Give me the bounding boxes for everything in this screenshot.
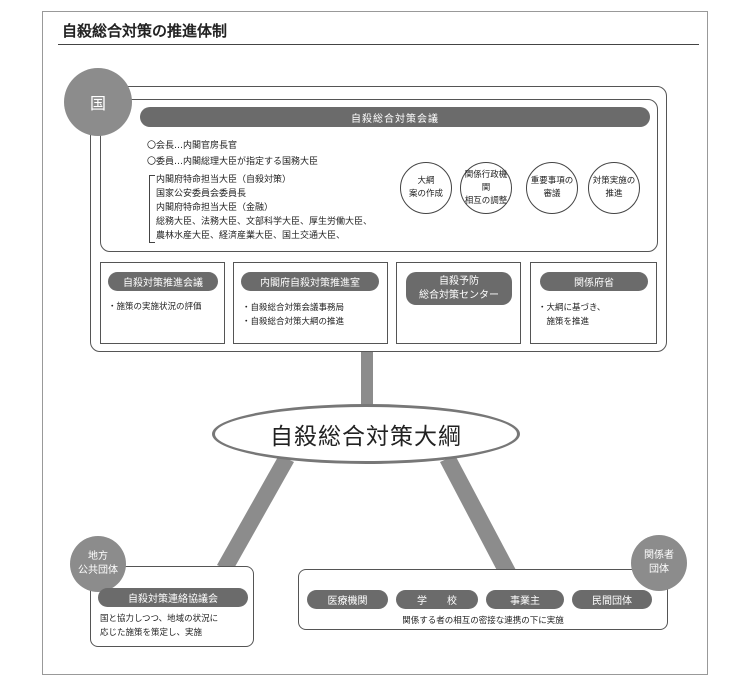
org-title: 自殺予防 総合対策センター	[406, 272, 512, 305]
members-bracket	[149, 175, 155, 243]
related-group: 事業主	[486, 590, 564, 609]
org-title: 自殺対策推進会議	[108, 272, 218, 291]
local-label-line: 地方	[88, 551, 108, 562]
council-member: 内閣府特命担当大臣（自殺対策）	[156, 175, 292, 185]
function-line: 審議	[543, 189, 561, 199]
org-title: 内閣府自殺対策推進室	[241, 272, 379, 291]
function-line: 相互の調整	[464, 195, 508, 206]
org-detail: ・施策の実施状況の評価	[108, 302, 202, 312]
national-label: 国	[64, 68, 132, 136]
function-line: 対策実施の	[592, 176, 636, 186]
local-detail-line: 応じた施策を策定し、実施	[100, 628, 203, 638]
connector-outline-related	[440, 455, 517, 580]
function-line: 重要事項の	[530, 176, 574, 186]
related-group: 民間団体	[572, 590, 652, 609]
council-members-intro: 〇委員…内閣総理大臣が指定する国務大臣	[147, 157, 319, 167]
function-line: 案の作成	[408, 189, 443, 199]
related-group: 医療機関	[307, 590, 388, 609]
council-member: 国家公安委員会委員長	[156, 189, 247, 199]
org-title: 関係府省	[540, 272, 648, 291]
council-title: 自殺総合対策会議	[140, 107, 650, 127]
diagram-title: 自殺総合対策の推進体制	[62, 22, 228, 40]
title-underline	[58, 44, 699, 45]
council-member: 内閣府特命担当大臣（金融）	[156, 203, 274, 213]
org-detail: ・自殺総合対策会議事務局	[242, 303, 345, 313]
related-label: 関係者 団体	[631, 535, 687, 591]
org-detail: 施策を推進	[538, 317, 590, 327]
connector-national-outline	[361, 350, 373, 408]
org-title-line: 自殺予防	[439, 275, 479, 287]
related-note: 関係する者の相互の密接な連携の下に実施	[402, 616, 564, 626]
connector-outline-local	[217, 455, 294, 572]
function-circle-coordination: 関係行政機関 相互の調整	[460, 162, 512, 214]
function-circle-draft: 大綱 案の作成	[400, 162, 452, 214]
function-line: 関係行政機関	[464, 169, 508, 193]
general-outline-ellipse: 自殺総合対策大綱	[212, 404, 520, 464]
org-detail: ・自殺総合対策大綱の推進	[242, 317, 345, 327]
org-detail: ・大綱に基づき、	[538, 303, 606, 313]
council-chair: 〇会長…内閣官房長官	[147, 141, 238, 151]
function-circle-deliberation: 重要事項の 審議	[526, 162, 578, 214]
related-group: 学 校	[396, 590, 478, 609]
related-label-line: 団体	[649, 564, 669, 575]
function-line: 大綱	[417, 176, 435, 186]
council-member: 総務大臣、法務大臣、文部科学大臣、厚生労働大臣、	[156, 217, 373, 227]
council-member: 農林水産大臣、経済産業大臣、国土交通大臣、	[156, 231, 346, 241]
local-detail: 国と協力しつつ、地域の状況に 応じた施策を策定し、実施	[100, 612, 218, 640]
local-detail-line: 国と協力しつつ、地域の状況に	[100, 614, 219, 624]
related-label-line: 関係者	[644, 550, 674, 561]
local-label-line: 公共団体	[78, 565, 118, 576]
local-council-title: 自殺対策連絡協議会	[98, 588, 248, 607]
function-circle-promotion: 対策実施の 推進	[588, 162, 640, 214]
local-label: 地方 公共団体	[70, 536, 126, 592]
function-line: 推進	[605, 189, 623, 199]
org-title-line: 総合対策センター	[419, 289, 499, 301]
